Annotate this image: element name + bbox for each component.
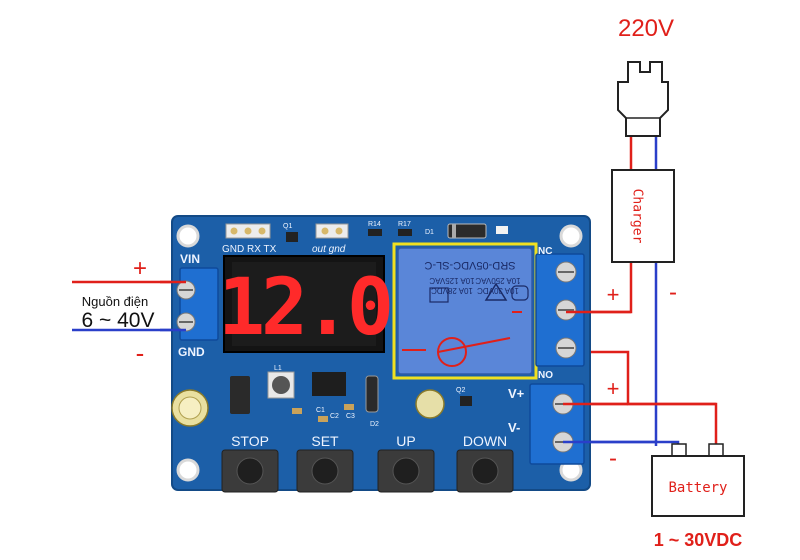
relay-model: SRD-05VDC-SL-C — [424, 259, 515, 271]
silk-c1: C1 — [316, 407, 325, 414]
set-button[interactable] — [296, 449, 354, 493]
mains-voltage-label: 220V — [618, 15, 674, 42]
silk-d1: D1 — [425, 229, 434, 236]
transistor-q1 — [286, 232, 298, 242]
charger-label: Charger — [630, 189, 645, 244]
charger-minus-sign: - — [669, 279, 677, 306]
silk-c2: C2 — [330, 413, 339, 420]
relay-rating-3: 10A 125VAC — [429, 276, 474, 285]
silk-r14: R14 — [368, 221, 381, 228]
relay-rating-4: 10A 28VDC — [431, 286, 473, 295]
battery: Battery 1 ~ 30VDC — [651, 443, 745, 550]
input-voltage-range: 6 ~ 40V — [82, 309, 155, 332]
down-button-label: DOWN — [463, 433, 507, 449]
stop-button-label: STOP — [231, 433, 269, 449]
certification-icon — [484, 282, 508, 301]
diode-d1-band — [452, 224, 456, 238]
up-button-label: UP — [396, 433, 415, 449]
mounting-hole — [559, 224, 583, 248]
vplus-label: V+ — [508, 386, 525, 401]
transistor-q2 — [460, 396, 472, 406]
vminus-label: V- — [508, 420, 520, 435]
relay: SRD-05VDC-SL-C 10A 250VAC 10A 30VDC 10A … — [392, 242, 538, 380]
smd-capacitor — [292, 408, 302, 414]
battery-plus-sign: + — [607, 376, 620, 401]
silk-q2: Q2 — [456, 387, 465, 394]
plug-icon — [617, 61, 669, 137]
gnd-label: GND — [178, 345, 205, 359]
buzzer-capacitor — [415, 389, 445, 419]
electrolytic-capacitor — [171, 389, 209, 427]
down-button[interactable] — [456, 449, 514, 493]
certification-icon — [429, 287, 449, 303]
relay-rating-2: 10A 30VDC — [477, 286, 519, 295]
transistor — [230, 376, 250, 414]
input-minus-sign: - — [136, 338, 145, 368]
up-button[interactable] — [377, 449, 435, 493]
silk-d2: D2 — [370, 421, 379, 428]
uart-header-label: GND RX TX — [222, 244, 277, 255]
seven-segment-display: 12.0 — [218, 255, 394, 353]
diode-d1 — [447, 223, 487, 239]
battery-range: 1 ~ 30VDC — [654, 530, 743, 550]
battery-body — [651, 455, 745, 517]
relay-switch-arm — [437, 337, 511, 353]
relay-rating-1: 10A 250VAC — [475, 276, 520, 285]
silk-r17: R17 — [398, 221, 411, 228]
smd-capacitor — [318, 416, 328, 422]
mains-plug: 220V — [617, 15, 674, 137]
relay-terminal-block — [535, 253, 585, 367]
resistor-r14 — [368, 229, 382, 236]
certification-icon — [511, 285, 529, 301]
silk-q1: Q1 — [283, 223, 292, 230]
resistor-r17 — [398, 229, 412, 236]
charger-plus-sign: + — [607, 282, 620, 307]
vin-terminal-block — [176, 267, 219, 341]
mounting-hole — [176, 458, 200, 482]
input-source-label: Nguồn điện — [82, 294, 149, 309]
vin-label: VIN — [180, 252, 200, 266]
mounting-hole — [176, 224, 200, 248]
relay-body — [397, 247, 533, 375]
led-indicator — [496, 226, 508, 234]
pcb-board: GND RX TX out gnd Q1 R14 R17 D1 VIN GND — [171, 215, 591, 493]
battery-terminal-block — [529, 383, 585, 465]
output-header — [315, 223, 349, 239]
no-label: NO — [538, 370, 553, 381]
display-value: 12.0 — [218, 263, 390, 353]
silk-l1: L1 — [274, 365, 282, 372]
inductor-l1 — [267, 371, 295, 399]
relay-markings: SRD-05VDC-SL-C 10A 250VAC 10A 30VDC 10A … — [424, 259, 520, 295]
stop-button[interactable] — [221, 449, 279, 493]
battery-minus-sign: - — [609, 445, 617, 472]
output-header-label: out gnd — [312, 244, 346, 255]
crystal — [365, 375, 379, 413]
nc-label: NC — [538, 246, 552, 257]
ic-chip — [312, 372, 346, 396]
charger-box: Charger — [611, 169, 675, 263]
silk-c3: C3 — [346, 413, 355, 420]
uart-header — [225, 223, 271, 239]
smd-capacitor — [344, 404, 354, 410]
input-plus-sign: + — [133, 255, 147, 282]
battery-label: Battery — [668, 480, 727, 496]
set-button-label: SET — [311, 433, 339, 449]
power-input-labels: + Nguồn điện 6 ~ 40V - — [82, 255, 155, 368]
